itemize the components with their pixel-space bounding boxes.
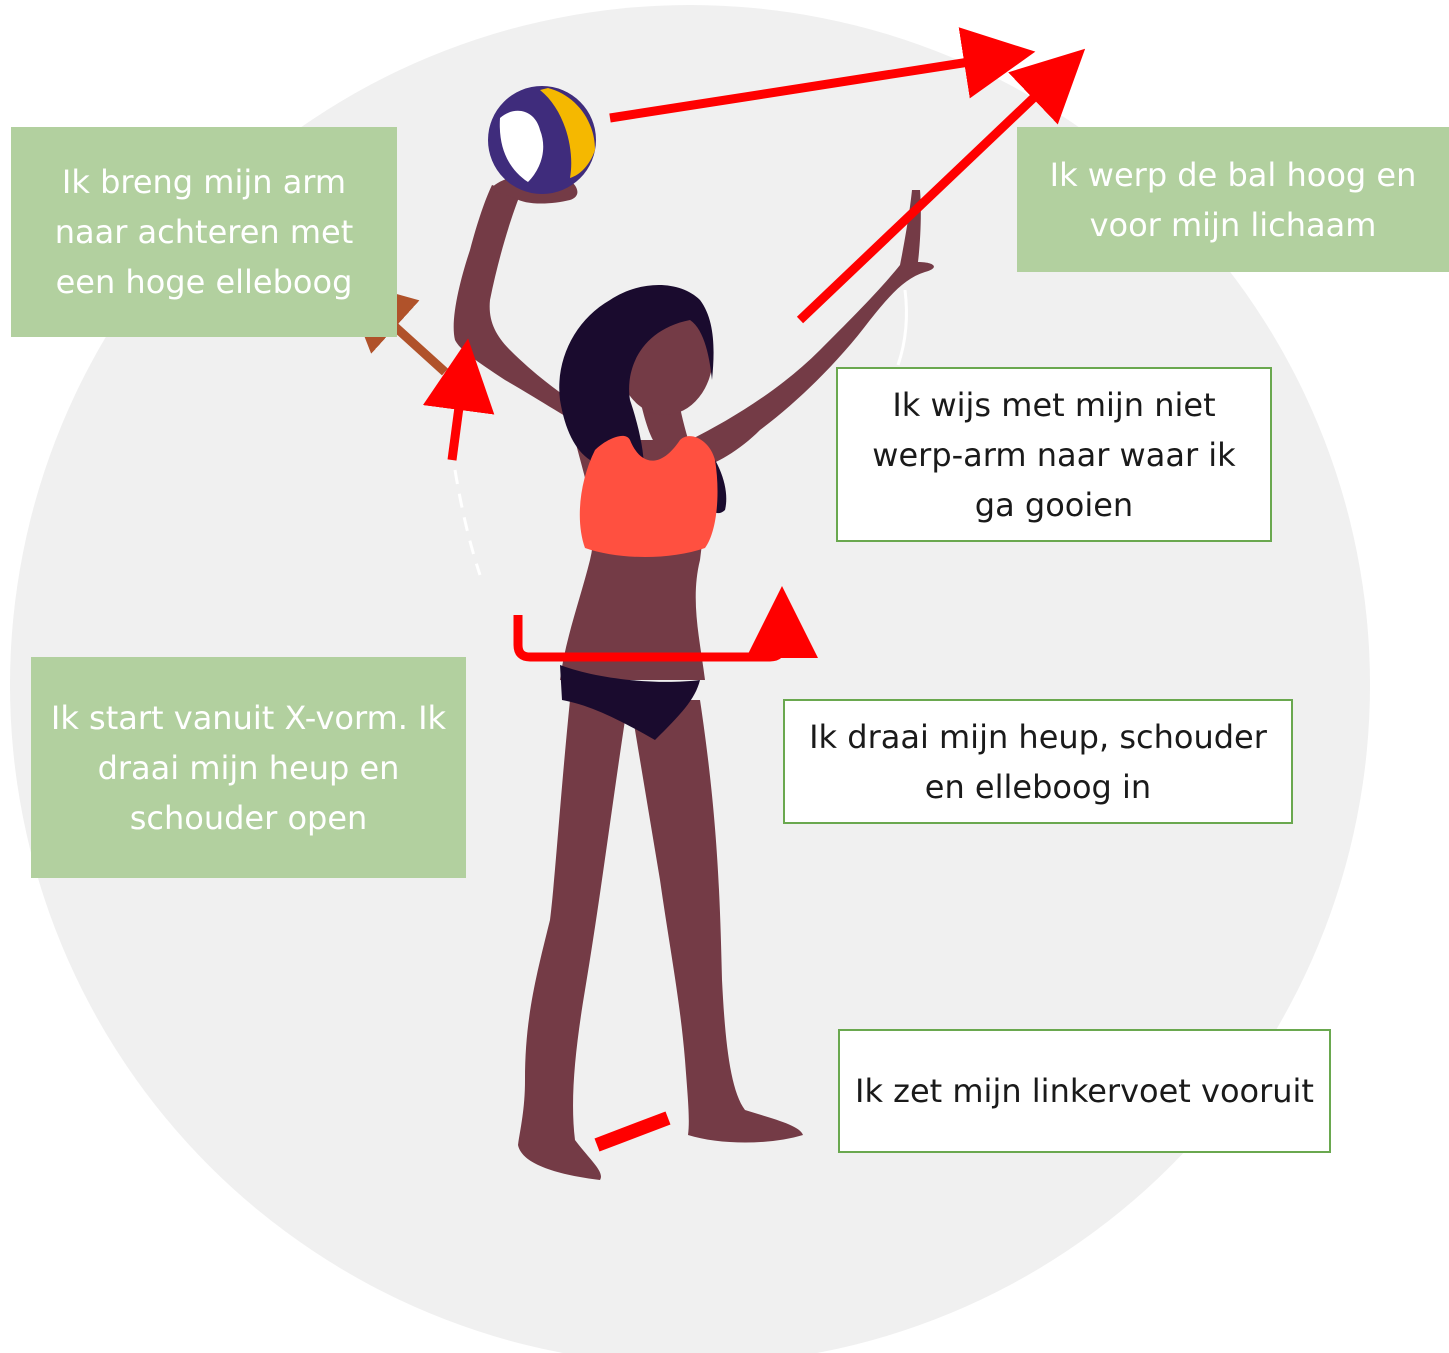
volleyball (488, 86, 596, 194)
label-start-text: Ik start vanuit X-vorm. Ik draai mijn he… (43, 693, 454, 843)
label-foot: Ik zet mijn linkervoet vooruit (838, 1029, 1331, 1153)
label-arm-back: Ik breng mijn arm naar achteren met een … (11, 127, 397, 337)
label-rotate-text: Ik draai mijn heup, schouder en elleboog… (797, 712, 1279, 812)
label-throw-high: Ik werp de bal hoog en voor mijn lichaam (1017, 127, 1449, 272)
label-start: Ik start vanuit X-vorm. Ik draai mijn he… (31, 657, 466, 878)
label-point-text: Ik wijs met mijn niet werp-arm naar waar… (850, 380, 1258, 530)
label-throw-high-text: Ik werp de bal hoog en voor mijn lichaam (1029, 150, 1437, 250)
label-foot-text: Ik zet mijn linkervoet vooruit (855, 1066, 1314, 1116)
label-point: Ik wijs met mijn niet werp-arm naar waar… (836, 367, 1272, 542)
label-rotate: Ik draai mijn heup, schouder en elleboog… (783, 699, 1293, 824)
label-arm-back-text: Ik breng mijn arm naar achteren met een … (23, 157, 385, 307)
